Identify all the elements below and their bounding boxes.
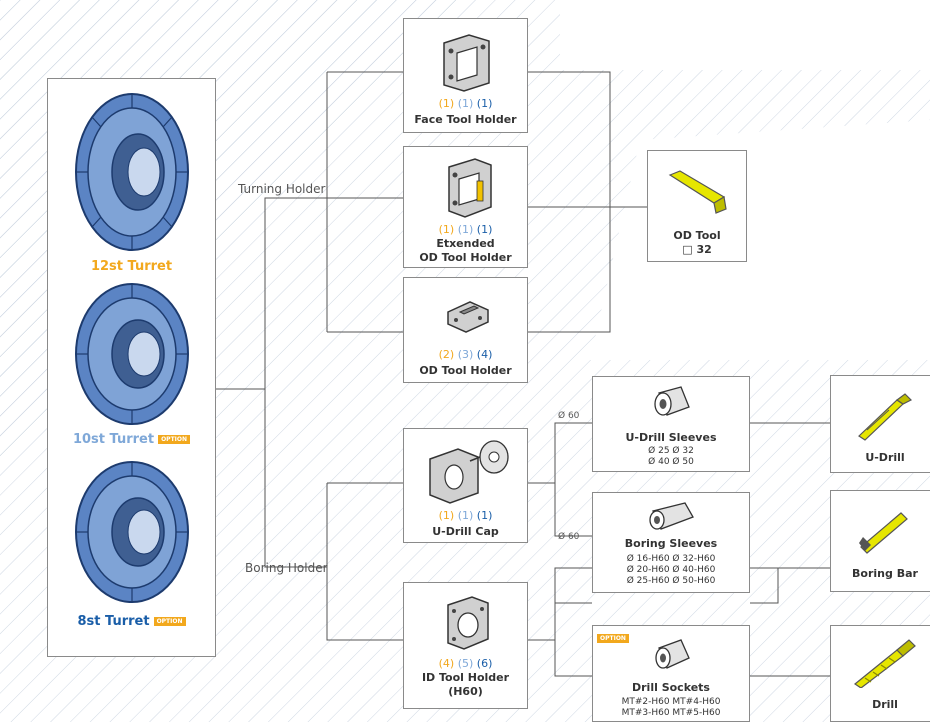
face-holder-title: Face Tool Holder (414, 113, 517, 126)
od-tool-spec: □ 32 (682, 243, 712, 256)
boring-sleeve-icon (649, 502, 694, 530)
spec-row: Ø 40 Ø 50 (648, 457, 694, 467)
count-12st: (4) (438, 657, 455, 670)
turret-12st-image (75, 93, 189, 251)
count-8st: (6) (476, 657, 493, 670)
id-holder-counts: (4) (5) (6) (404, 657, 527, 670)
diameter-60-bottom-label: Ø 60 (558, 532, 580, 542)
turret-12st-label: 12st Turret (48, 259, 215, 274)
turret-12st-text: 12st Turret (90, 259, 173, 274)
u-drill-cap-counts: (1) (1) (1) (404, 509, 527, 522)
spec-row: Ø 16-H60 Ø 32-H60 (626, 554, 716, 564)
u-drill-cap-title: U-Drill Cap (432, 525, 499, 538)
od-holder-icon (447, 301, 489, 333)
od-holder-title: OD Tool Holder (419, 364, 512, 377)
count-10st: (3) (457, 348, 474, 361)
count-8st: (1) (476, 97, 493, 110)
option-badge: OPTION (153, 617, 186, 626)
boring-bar-title: Boring Bar (852, 567, 918, 580)
drill-sockets-box: OPTION Drill Sockets MT#2-H60 MT#4-H60 M… (592, 625, 750, 722)
drill-tool-box: Drill (830, 625, 930, 722)
spec-row: Ø 25 Ø 32 (648, 446, 694, 456)
turning-holder-label: Turning Holder (238, 182, 326, 196)
od-holder-counts: (2) (3) (4) (404, 348, 527, 361)
turret-8st-text: 8st Turret (77, 614, 150, 629)
count-10st: (1) (457, 223, 474, 236)
option-badge: OPTION (597, 634, 629, 643)
drill-icon (853, 639, 916, 688)
extended-od-holder-box: (1) (1) (1) Etxended OD Tool Holder (403, 146, 528, 268)
od-tool-box: OD Tool □ 32 (647, 150, 747, 262)
u-drill-cap-box: (1) (1) (1) U-Drill Cap (403, 428, 528, 543)
drill-socket-icon (655, 639, 690, 669)
boring-sleeves-title: Boring Sleeves (624, 537, 718, 550)
count-10st: (1) (457, 97, 474, 110)
count-12st: (1) (438, 97, 455, 110)
od-tool-title: OD Tool (673, 229, 721, 242)
od-tool-holder-box: (2) (3) (4) OD Tool Holder (403, 277, 528, 383)
turret-8st-image (75, 461, 189, 603)
option-badge: OPTION (158, 435, 191, 444)
extended-holder-title-1: Etxended (436, 237, 495, 250)
extended-holder-title-2: OD Tool Holder (419, 251, 512, 264)
u-drill-sleeves-title: U-Drill Sleeves (625, 431, 717, 444)
count-10st: (1) (457, 509, 474, 522)
u-drill-tool-box: U-Drill (830, 375, 930, 473)
drill-sockets-specs: MT#2-H60 MT#4-H60 MT#3-H60 MT#5-H60 (593, 697, 749, 719)
face-holder-counts: (1) (1) (1) (404, 97, 527, 110)
boring-bar-icon (859, 512, 908, 554)
u-drill-sleeve-icon (654, 386, 690, 416)
extended-holder-counts: (1) (1) (1) (404, 223, 527, 236)
u-drill-sleeves-specs: Ø 25 Ø 32 Ø 40 Ø 50 (593, 446, 749, 468)
count-8st: (1) (476, 223, 493, 236)
diameter-60-top-label: Ø 60 (558, 411, 580, 421)
u-drill-cap-icon (429, 440, 509, 504)
turret-10st-image (75, 283, 189, 425)
count-12st: (2) (438, 348, 455, 361)
extended-holder-icon (448, 158, 492, 218)
drill-title: Drill (872, 698, 898, 711)
face-holder-icon (443, 34, 490, 92)
boring-holder-label: Boring Holder (245, 561, 328, 575)
spec-row: Ø 20-H60 Ø 40-H60 (626, 565, 716, 575)
id-holder-title-1: ID Tool Holder (421, 671, 510, 684)
spec-row: Ø 25-H60 Ø 50-H60 (626, 576, 716, 586)
count-12st: (1) (438, 509, 455, 522)
u-drill-tool-icon (858, 393, 913, 441)
spec-row: MT#3-H60 MT#5-H60 (621, 708, 721, 718)
boring-sleeves-specs: Ø 16-H60 Ø 32-H60 Ø 20-H60 Ø 40-H60 Ø 25… (593, 554, 749, 587)
boring-sleeves-box: Boring Sleeves Ø 16-H60 Ø 32-H60 Ø 20-H6… (592, 492, 750, 593)
boring-bar-tool-box: Boring Bar (830, 490, 930, 592)
od-tool-icon (668, 170, 727, 214)
id-holder-icon (447, 596, 489, 650)
u-drill-sleeves-box: U-Drill Sleeves Ø 25 Ø 32 Ø 40 Ø 50 (592, 376, 750, 472)
face-tool-holder-box: (1) (1) (1) Face Tool Holder (403, 18, 528, 133)
count-10st: (5) (457, 657, 474, 670)
drill-sockets-title: Drill Sockets (632, 681, 710, 694)
spec-row: MT#2-H60 MT#4-H60 (621, 697, 721, 707)
count-8st: (4) (476, 348, 493, 361)
u-drill-tool-title: U-Drill (865, 451, 905, 464)
count-8st: (1) (476, 509, 493, 522)
id-tool-holder-box: (4) (5) (6) ID Tool Holder (H60) (403, 582, 528, 709)
id-holder-title-2: (H60) (448, 685, 483, 698)
turret-10st-text: 10st Turret (72, 432, 155, 447)
count-12st: (1) (438, 223, 455, 236)
